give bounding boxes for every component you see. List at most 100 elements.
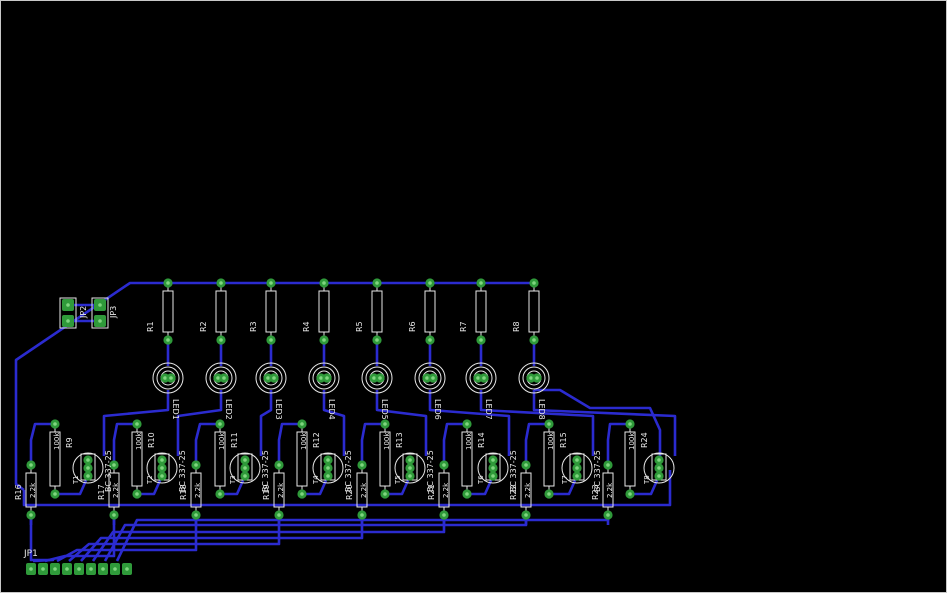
led-resistor-pad-hole — [428, 338, 432, 342]
trace — [102, 390, 170, 456]
label-leds-6-r: R7 — [459, 321, 468, 332]
label-leds-7-r: R8 — [512, 321, 521, 332]
emitter-resistor-pad-hole — [194, 513, 198, 517]
trace — [360, 422, 385, 465]
emitter-resistor-pad-hole — [606, 463, 610, 467]
trace — [467, 475, 495, 496]
led-outline-inner — [469, 366, 493, 390]
led-resistor-pad-hole — [322, 338, 326, 342]
label-leds-7-re: R23 — [591, 484, 600, 500]
jp1-pad-hole — [77, 567, 81, 571]
transistor-pad-hole — [160, 466, 164, 470]
led-outline — [205, 362, 237, 394]
label-leds-3-r: R4 — [302, 321, 311, 332]
label-leds-3-rb: R12 — [312, 432, 321, 448]
label-leds-2-r: R3 — [249, 321, 258, 332]
trace — [259, 390, 273, 456]
led-resistor-pad-hole — [375, 281, 379, 285]
transistor-pad-hole — [243, 458, 247, 462]
emitter-resistor-pad-hole — [277, 513, 281, 517]
label-leds-1-rb: R10 — [147, 432, 156, 448]
label-leds-1-rbv: 100k — [135, 432, 143, 450]
led-pad-hole — [169, 376, 173, 380]
base-resistor-pad-hole — [547, 492, 551, 496]
transistor-pad-hole — [575, 458, 579, 462]
label-leds-4-q: T5 — [394, 475, 402, 485]
led-resistor-pad-hole — [166, 338, 170, 342]
base-resistor-pad-hole — [218, 422, 222, 426]
transistor-pad-hole — [408, 458, 412, 462]
label-leds-6-rb: R15 — [559, 432, 568, 448]
label-leds-1-rev: 2.2k — [112, 482, 120, 498]
led-pad-hole — [163, 376, 167, 380]
led-pad-hole — [319, 376, 323, 380]
emitter-resistor-pad-hole — [112, 513, 116, 517]
transistor-pad-hole — [657, 466, 661, 470]
led-outline-inner — [365, 366, 389, 390]
jp1-pad-hole — [29, 567, 33, 571]
jp1-pad-hole — [53, 567, 57, 571]
jp2-outline — [59, 297, 77, 329]
trace — [302, 475, 330, 496]
led-resistor-pad-hole — [375, 338, 379, 342]
label-leds-0-rbv: 100k — [53, 432, 61, 450]
transistor-pad-hole — [657, 474, 661, 478]
led-pad-hole — [266, 376, 270, 380]
transistor-pad-hole — [160, 474, 164, 478]
led-outline — [255, 362, 287, 394]
label-leds-7-led: LED8 — [537, 399, 546, 420]
label-leds-1-q: T2 — [146, 475, 154, 485]
components — [25, 278, 675, 575]
label-jumpers-jp1: JP1 — [23, 549, 38, 559]
base-resistor-pad-hole — [300, 492, 304, 496]
transistor-pad-hole — [243, 466, 247, 470]
led-pad-hole — [372, 376, 376, 380]
transistor-pad-hole — [326, 474, 330, 478]
label-leds-4-re: R20 — [345, 484, 354, 500]
label-leds-5-rbv: 100k — [465, 432, 473, 450]
transistor-pad-hole — [491, 458, 495, 462]
transistor-pad-hole — [575, 466, 579, 470]
led-pad-hole — [529, 376, 533, 380]
transistor-pad-hole — [408, 466, 412, 470]
trace — [176, 390, 223, 456]
led-resistor-pad-hole — [269, 281, 273, 285]
emitter-resistor-pad-hole — [29, 513, 33, 517]
base-resistor-pad-hole — [53, 492, 57, 496]
emitter-resistor-pad-hole — [194, 463, 198, 467]
label-leds-5-rev: 2.2k — [442, 482, 450, 498]
trace — [322, 390, 346, 456]
base-resistor-pad-hole — [628, 422, 632, 426]
transistor-outline — [146, 452, 178, 484]
label-leds-6-re: R22 — [509, 484, 518, 500]
emitter-resistor-pad-hole — [112, 463, 116, 467]
trace — [137, 475, 164, 496]
trace — [112, 422, 137, 465]
transistor-outline — [561, 452, 593, 484]
label-jumpers-jp2: JP2 — [79, 306, 88, 319]
transistor-pad-hole — [326, 458, 330, 462]
transistor-pad-hole — [491, 474, 495, 478]
led-resistor-pad-hole — [219, 338, 223, 342]
transistor-outline — [394, 452, 426, 484]
label-leds-2-led: LED3 — [274, 399, 283, 420]
led-resistor-pad-hole — [532, 338, 536, 342]
trace — [29, 422, 55, 465]
transistor-pad-hole — [86, 458, 90, 462]
transistor-outline — [72, 452, 104, 484]
jp1-pad-hole — [101, 567, 105, 571]
jp1-pad-hole — [89, 567, 93, 571]
label-leds-1-led: LED2 — [224, 399, 233, 420]
label-leds-7-rb: R24 — [640, 432, 649, 448]
label-leds-6-rev: 2.2k — [524, 482, 532, 498]
label-leds-2-rb: R11 — [230, 432, 239, 448]
label-leds-5-q: T6 — [477, 475, 485, 485]
label-leds-7-rbv: 100k — [628, 432, 636, 450]
label-leds-3-rev: 2.2k — [277, 482, 285, 498]
label-leds-5-rb: R14 — [477, 432, 486, 448]
led-outline-inner — [259, 366, 283, 390]
label-leds-7-q: T8 — [643, 475, 651, 485]
trace — [534, 388, 662, 456]
trace — [532, 390, 677, 456]
